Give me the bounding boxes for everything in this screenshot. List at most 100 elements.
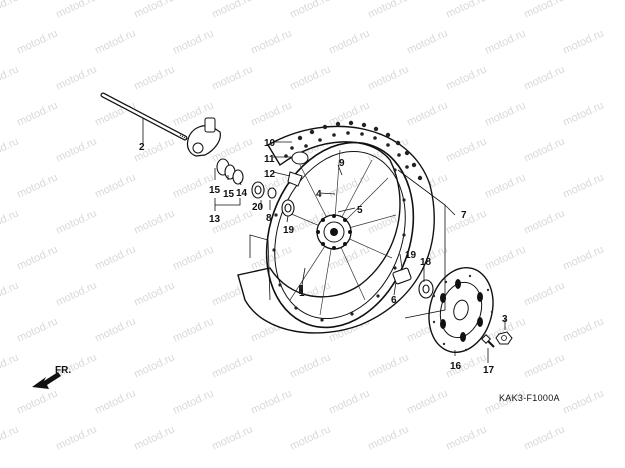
part-label-11: 11	[264, 154, 275, 165]
brake-disc	[428, 266, 494, 354]
watermark-text: motod.ru	[444, 63, 488, 92]
watermark-layer: motod.ru motod.ru motod.ru motod.ru motod.ru…	[0, 0, 606, 453]
watermark-text: motod.ru	[288, 423, 332, 452]
watermark-text: motod.ru	[288, 0, 332, 21]
part-label-18: 18	[420, 257, 432, 268]
part-label-6: 6	[391, 295, 397, 306]
part-label-15b: 15	[223, 189, 235, 200]
watermark-text: motod.ru	[522, 351, 566, 380]
watermark-text: motod.ru	[93, 171, 137, 200]
watermark-text: motod.ru	[171, 243, 215, 272]
watermark-text: motod.ru	[522, 279, 566, 308]
part-label-14: 14	[236, 188, 248, 199]
watermark-text: motod.ru	[93, 243, 137, 272]
watermark-text: motod.ru	[210, 0, 254, 21]
watermark-text: motod.ru	[483, 99, 527, 128]
watermark-text: motod.ru	[15, 387, 59, 416]
watermark-text: motod.ru	[54, 135, 98, 164]
watermark-text: motod.ru	[171, 387, 215, 416]
watermark-text: motod.ru	[132, 207, 176, 236]
part-label-3: 3	[502, 314, 508, 325]
part-label-1: 1	[299, 288, 305, 299]
watermark-text: motod.ru	[327, 387, 371, 416]
watermark-text: motod.ru	[132, 0, 176, 21]
watermark-text: motod.ru	[444, 0, 488, 21]
tire-outline	[237, 125, 435, 334]
disc-bolt	[481, 334, 495, 348]
watermark-text: motod.ru	[210, 423, 254, 452]
watermark-text: motod.ru	[0, 207, 21, 236]
watermark-text: motod.ru	[405, 387, 449, 416]
watermark-text: motod.ru	[15, 243, 59, 272]
front-direction-label: FR.	[55, 365, 71, 376]
watermark-text: motod.ru	[561, 315, 605, 344]
watermark-text: motod.ru	[561, 243, 605, 272]
part-label-12: 12	[264, 169, 276, 180]
watermark-text: motod.ru	[132, 423, 176, 452]
watermark-text: motod.ru	[54, 207, 98, 236]
watermark-text: motod.ru	[15, 27, 59, 56]
watermark-text: motod.ru	[0, 279, 21, 308]
watermark-text: motod.ru	[561, 387, 605, 416]
watermark-text: motod.ru	[522, 135, 566, 164]
watermark-text: motod.ru	[288, 63, 332, 92]
tire-tread	[284, 120, 423, 181]
watermark-text: motod.ru	[483, 171, 527, 200]
part-label-16: 16	[450, 361, 462, 372]
front-direction-arrow-icon: FR.	[32, 365, 71, 389]
spoke-nipples	[272, 168, 406, 322]
part-label-17: 17	[483, 365, 495, 376]
speedometer-gearbox	[186, 117, 221, 157]
tube-parts	[287, 151, 309, 187]
watermark-text: motod.ru	[561, 99, 605, 128]
watermark-text: motod.ru	[561, 171, 605, 200]
watermark-text: motod.ru	[171, 27, 215, 56]
watermark-text: motod.ru	[288, 351, 332, 380]
watermark-text: motod.ru	[444, 135, 488, 164]
watermark-text: motod.ru	[561, 27, 605, 56]
part-label-10: 10	[264, 138, 276, 149]
watermark-text: motod.ru	[132, 351, 176, 380]
watermark-text: motod.ru	[405, 99, 449, 128]
watermark-text: motod.ru	[15, 315, 59, 344]
rim-inner	[274, 150, 406, 320]
watermark-text: motod.ru	[366, 423, 410, 452]
watermark-text: motod.ru	[132, 63, 176, 92]
watermark-text: motod.ru	[249, 243, 293, 272]
part-label-8: 8	[266, 213, 272, 224]
rim-band	[299, 285, 303, 294]
watermark-text: motod.ru	[54, 423, 98, 452]
watermark-text: motod.ru	[0, 423, 21, 452]
watermark-text: motod.ru	[522, 0, 566, 21]
watermark-text: motod.ru	[93, 315, 137, 344]
watermark-text: motod.ru	[327, 27, 371, 56]
watermark-text: motod.ru	[249, 27, 293, 56]
watermark-text: motod.ru	[132, 279, 176, 308]
watermark-text: motod.ru	[444, 423, 488, 452]
watermark-text: motod.ru	[483, 27, 527, 56]
part-label-15a: 15	[209, 185, 221, 196]
part-label-7: 7	[461, 210, 467, 221]
right-side-parts	[392, 267, 434, 299]
watermark-text: motod.ru	[93, 387, 137, 416]
watermark-text: motod.ru	[210, 351, 254, 380]
part-label-13: 13	[209, 214, 221, 225]
watermark-text: motod.ru	[522, 423, 566, 452]
watermark-text: motod.ru	[54, 279, 98, 308]
watermark-text: motod.ru	[54, 0, 98, 21]
leader-lines	[142, 118, 506, 363]
disc-nut	[495, 331, 513, 345]
part-label-20: 20	[252, 202, 264, 213]
watermark-text: motod.ru	[0, 0, 21, 21]
watermark-text: motod.ru	[0, 351, 21, 380]
part-label-2: 2	[139, 142, 145, 153]
watermark-text: motod.ru	[54, 63, 98, 92]
watermark-text: motod.ru	[171, 315, 215, 344]
watermark-text: motod.ru	[366, 63, 410, 92]
watermark-text: motod.ru	[0, 135, 21, 164]
part-label-5: 5	[357, 205, 363, 216]
watermark-text: motod.ru	[15, 99, 59, 128]
watermark-text: motod.ru	[522, 207, 566, 236]
watermark-text: motod.ru	[366, 351, 410, 380]
